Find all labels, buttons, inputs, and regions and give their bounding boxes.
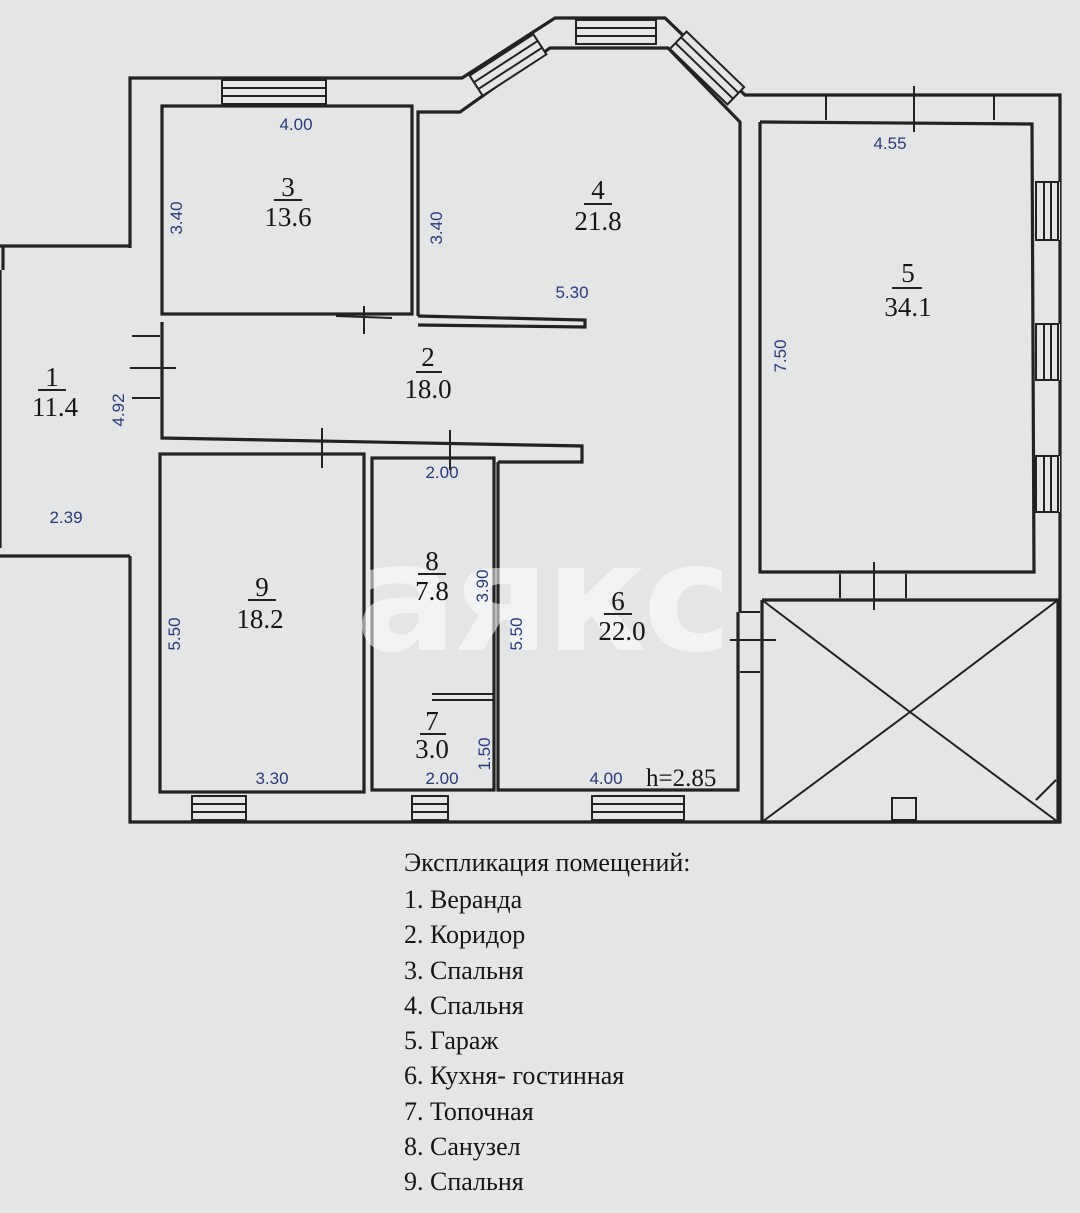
dim-room-6-width: 4.00 <box>589 769 622 788</box>
legend-item: 5. Гараж <box>404 1026 499 1056</box>
legend-item: 7. Топочная <box>404 1096 534 1126</box>
room-5-area: 34.1 <box>884 292 931 322</box>
room-7-area: 3.0 <box>415 734 449 764</box>
room-legend: Экспликация помещений: 1. Веранда 2. Кор… <box>404 848 691 1200</box>
room-9-number: 9 <box>255 572 269 602</box>
dim-room-1-width: 2.39 <box>49 508 82 527</box>
dim-room-8-height: 3.90 <box>473 569 492 602</box>
room-4-area: 21.8 <box>574 206 621 236</box>
room-4-bottom-wall <box>417 314 587 329</box>
window-room-6 <box>592 796 684 820</box>
floor-plan-drawing: аякс 1 11.4 2 18.0 3 13.6 4 21.8 5 34.1 … <box>0 16 1062 824</box>
room-3-outline <box>160 104 414 316</box>
windows <box>191 19 1060 821</box>
legend-title: Экспликация помещений: <box>404 848 691 877</box>
window-bay-right <box>668 30 746 106</box>
room-4-number: 4 <box>591 175 605 205</box>
legend-list: 1. Веранда 2. Коридор 3. Спальня 4. Спал… <box>404 882 691 1200</box>
room-1-area: 11.4 <box>32 392 79 422</box>
room-6-area: 22.0 <box>598 616 645 646</box>
room-9-area: 18.2 <box>236 604 283 634</box>
room-8-7-outline <box>370 456 496 792</box>
dimension-labels: 4.00 3.40 3.40 5.30 4.55 7.50 4.92 2.39 … <box>49 115 906 788</box>
dim-room-4-width: 5.30 <box>555 283 588 302</box>
legend-item: 2. Коридор <box>404 920 526 950</box>
dim-room-1-height: 4.92 <box>109 393 128 426</box>
legend-item: 4. Спальня <box>404 990 524 1020</box>
room-7-number: 7 <box>425 706 439 736</box>
legend-item: 3. Спальня <box>404 955 524 985</box>
room-1-number: 1 <box>45 362 59 392</box>
dim-room-8-width: 2.00 <box>425 463 458 482</box>
window-garage-3 <box>1036 456 1060 512</box>
dim-room-7-height: 1.50 <box>475 737 494 770</box>
watermark: аякс <box>356 512 728 686</box>
dim-room-3-width: 4.00 <box>279 115 312 134</box>
ceiling-height: h=2.85 <box>646 765 716 792</box>
room-3-number: 3 <box>281 172 295 202</box>
legend-item: 1. Веранда <box>404 885 523 914</box>
dim-room-5-width: 4.55 <box>873 134 906 153</box>
room-2-number: 2 <box>421 342 435 372</box>
dim-room-7-width: 2.00 <box>425 769 458 788</box>
room-6-outline <box>496 462 740 792</box>
room-2-outline <box>160 322 584 464</box>
window-garage-2 <box>1036 324 1060 380</box>
room-9-outline <box>158 452 366 794</box>
room-labels: 1 11.4 2 18.0 3 13.6 4 21.8 5 34.1 6 22.… <box>32 172 932 764</box>
dim-room-5-height: 7.50 <box>771 339 790 372</box>
window-garage-1 <box>1036 182 1060 240</box>
room-8-number: 8 <box>425 546 439 576</box>
room-4-outline <box>416 46 742 612</box>
dim-room-6-height: 5.50 <box>507 617 526 650</box>
dim-room-9-width: 3.30 <box>255 769 288 788</box>
dim-room-9-height: 5.50 <box>165 617 184 650</box>
legend-item: 9. Спальня <box>404 1167 524 1197</box>
legend-item: 8. Санузел <box>404 1132 521 1162</box>
window-room-7 <box>412 796 448 820</box>
dim-room-4-height: 3.40 <box>427 211 446 244</box>
annex-with-cross <box>760 598 1060 824</box>
legend-item: 6. Кухня- гостинная <box>404 1061 625 1091</box>
window-bay-top <box>576 19 656 45</box>
window-room-9 <box>192 796 246 820</box>
room-3-area: 13.6 <box>264 202 311 232</box>
room-5-outline <box>758 120 1036 574</box>
outer-walls <box>0 16 1062 824</box>
room-2-area: 18.0 <box>404 374 451 404</box>
dim-room-3-height: 3.40 <box>167 201 186 234</box>
room-6-number: 6 <box>611 586 625 616</box>
doors <box>130 86 995 673</box>
room-8-area: 7.8 <box>415 576 449 606</box>
window-bay-left <box>468 32 548 98</box>
room-5-number: 5 <box>901 258 915 288</box>
window-room-3 <box>222 79 326 105</box>
